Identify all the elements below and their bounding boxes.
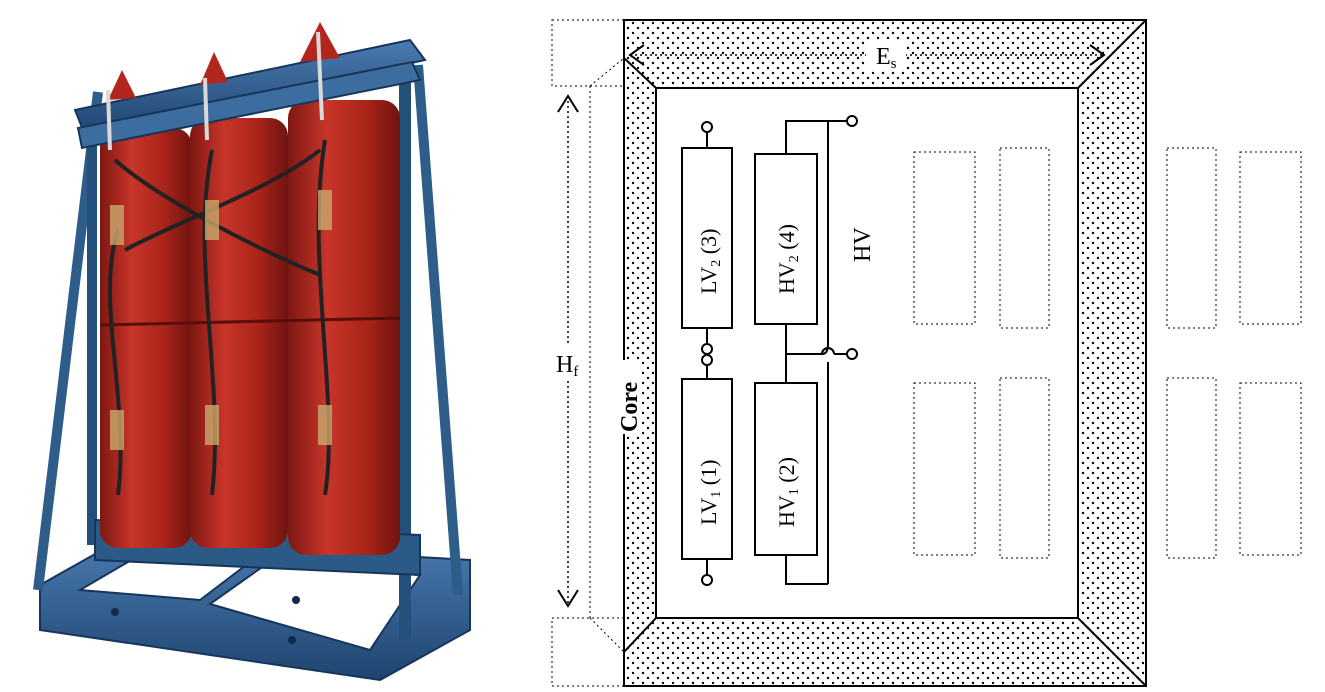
hv-terminal: [846, 115, 858, 127]
es-arrowhead-left: [628, 44, 645, 66]
lv1-winding: [681, 378, 733, 560]
terminal-rod: [316, 31, 324, 121]
core-outer-border: [623, 19, 1147, 687]
phantom-winding: [1239, 382, 1302, 556]
miter-line: [1077, 19, 1147, 89]
phantom-winding: [1166, 377, 1217, 559]
miter-line: [623, 57, 657, 89]
hv2-winding: [754, 153, 818, 325]
lv-terminal: [701, 354, 713, 366]
tap-plate: [318, 190, 332, 230]
phantom-winding: [913, 382, 976, 556]
hv-label: HV: [850, 227, 876, 262]
miter-line: [1077, 617, 1147, 687]
tap-plate: [205, 405, 219, 445]
phantom-connector: [589, 617, 625, 653]
core-label-bg: [616, 360, 642, 434]
phantom-windings: [913, 147, 1302, 559]
hf-label: Hf: [556, 352, 578, 380]
lv-terminal: [701, 574, 713, 586]
phantom-winding: [1239, 151, 1302, 325]
bolt: [288, 636, 296, 644]
tap-plate: [205, 200, 219, 240]
lifting-lug: [200, 52, 228, 85]
coil-middle: [190, 118, 288, 548]
phantom-winding: [913, 151, 976, 325]
hv-terminal: [846, 348, 858, 360]
miter-line: [623, 617, 657, 653]
side-strut: [413, 64, 463, 596]
core-frame: [624, 20, 1146, 686]
cable: [202, 149, 217, 496]
lv-terminal: [701, 121, 713, 133]
core-label: Core: [617, 381, 643, 432]
bolt: [111, 608, 119, 616]
phantom-block-bottom: [551, 617, 625, 687]
top-yoke-front: [76, 60, 422, 150]
coil-right: [288, 100, 400, 555]
tap-plate: [110, 205, 124, 245]
phantom-block-top: [551, 19, 625, 87]
coil-split: [99, 316, 401, 327]
phantom-winding: [1166, 147, 1217, 329]
hv1-winding: [754, 382, 818, 556]
es-label: Es: [876, 44, 897, 72]
es-label-bg: [866, 40, 906, 70]
lv2-winding: [681, 147, 733, 329]
hf-label-bg: [552, 345, 588, 379]
hv2-label: HV2 (4): [774, 224, 802, 294]
hf-arrowhead-bottom: [557, 589, 579, 608]
phantom-connector: [589, 57, 625, 87]
hf-arrowhead-top: [557, 94, 579, 113]
es-arrowhead-right: [1089, 44, 1106, 66]
tap-plate: [110, 410, 124, 450]
terminal-rod: [203, 77, 209, 141]
transformer-photo: [33, 22, 471, 682]
cable: [124, 148, 322, 252]
schematic: Es Hf Core LV2 (3) HV2 (4) LV1 (1) HV1 (…: [551, 19, 1302, 687]
hv1-label: HV1 (2): [774, 457, 802, 527]
hv-wire-hop: [821, 347, 835, 355]
lv2-label: LV2 (3): [696, 229, 724, 294]
cable: [108, 229, 123, 496]
hv-wire: [785, 120, 847, 154]
tap-plate: [318, 405, 332, 445]
lifting-lug: [108, 70, 136, 100]
lv-terminal: [701, 343, 713, 355]
cable: [316, 139, 331, 496]
bolt: [292, 596, 300, 604]
lv1-label: LV1 (1): [696, 460, 724, 525]
terminal-rod: [106, 89, 112, 151]
hv-wire: [785, 555, 828, 585]
